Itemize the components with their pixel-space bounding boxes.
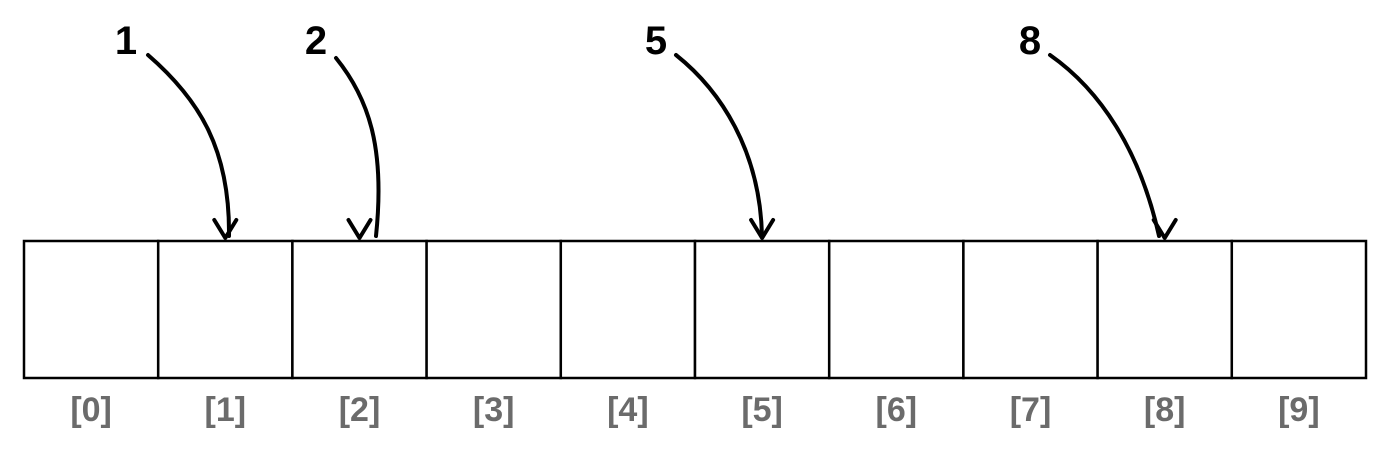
pointer-arrows: 1 2 5 8 <box>115 19 1178 240</box>
pointer-label-5: 5 <box>645 19 667 63</box>
pointer-label-2: 2 <box>305 19 327 63</box>
pointer-arrow-8 <box>1048 53 1161 238</box>
pointer-label-1: 1 <box>115 19 137 63</box>
array-cell-8 <box>1096 239 1234 380</box>
array-cell-9 <box>1230 239 1368 380</box>
index-label-5: [5] <box>741 391 783 429</box>
array-cells <box>22 239 1368 380</box>
array-cell-7 <box>962 239 1099 380</box>
pointer-arrow-5 <box>674 53 764 238</box>
arrowhead-icon <box>212 218 239 240</box>
array-cell-3 <box>425 239 563 380</box>
pointer-arrow-1 <box>146 53 232 238</box>
pointer-arrow-2 <box>334 56 381 238</box>
index-label-8: [8] <box>1144 391 1186 429</box>
index-label-9: [9] <box>1278 391 1320 429</box>
index-label-6: [6] <box>876 391 918 429</box>
arrowhead-icon <box>749 218 776 240</box>
arrowhead-icon <box>346 218 373 240</box>
array-cell-1 <box>156 239 294 380</box>
array-cell-2 <box>291 239 428 380</box>
array-cell-6 <box>827 239 965 380</box>
index-label-7: [7] <box>1010 391 1052 429</box>
array-cell-4 <box>559 239 697 380</box>
index-label-1: [1] <box>205 391 247 429</box>
array-cell-5 <box>693 239 831 380</box>
index-label-4: [4] <box>607 391 649 429</box>
arrowhead-icon <box>1151 218 1178 240</box>
index-label-3: [3] <box>473 391 515 429</box>
index-label-2: [2] <box>339 391 381 429</box>
pointer-label-8: 8 <box>1019 19 1041 63</box>
array-cell-0 <box>22 239 160 380</box>
index-labels: [0] [1] [2] [3] [4] [5] [6] [7] [8] [9] <box>70 391 1319 429</box>
index-label-0: [0] <box>70 391 112 429</box>
